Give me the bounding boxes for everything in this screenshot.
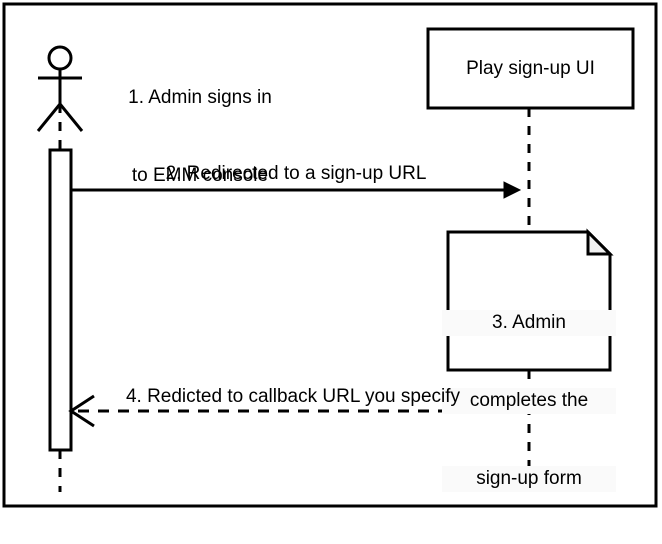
note-3-label: 3. Admin completes the sign-up form — [442, 258, 616, 544]
actor-activation-bar — [48, 148, 73, 452]
message-4-label: 4. Redicted to callback URL you specify — [125, 386, 461, 407]
participant-label-play-signup-ui: Play sign-up UI — [466, 58, 595, 79]
actor-stick-figure-icon — [36, 45, 84, 132]
participant-box-play-signup-ui[interactable] — [426, 27, 635, 110]
message-4-arrowhead-open-icon — [68, 394, 95, 428]
message-1-label-line2: to EMM console — [131, 165, 269, 186]
note-3-fold-corner-icon — [586, 228, 614, 256]
note-3-label-line1: 3. Admin — [442, 310, 616, 336]
sequence-diagram-canvas: 1. Admin signs in to EMM console Play si… — [2, 2, 658, 508]
actor-leg-left-icon — [36, 103, 62, 132]
actor-leg-right-icon — [58, 103, 84, 132]
message-1-label: 1. Admin signs in to EMM console — [100, 33, 300, 241]
message-1-label-line1: 1. Admin signs in — [128, 87, 272, 108]
message-2-label: 2. Redirected to a sign-up URL — [165, 163, 427, 184]
note-3-label-line2: completes the — [442, 388, 616, 414]
message-2-arrowhead-filled-icon — [503, 181, 522, 199]
note-3-label-line3: sign-up form — [442, 466, 616, 492]
